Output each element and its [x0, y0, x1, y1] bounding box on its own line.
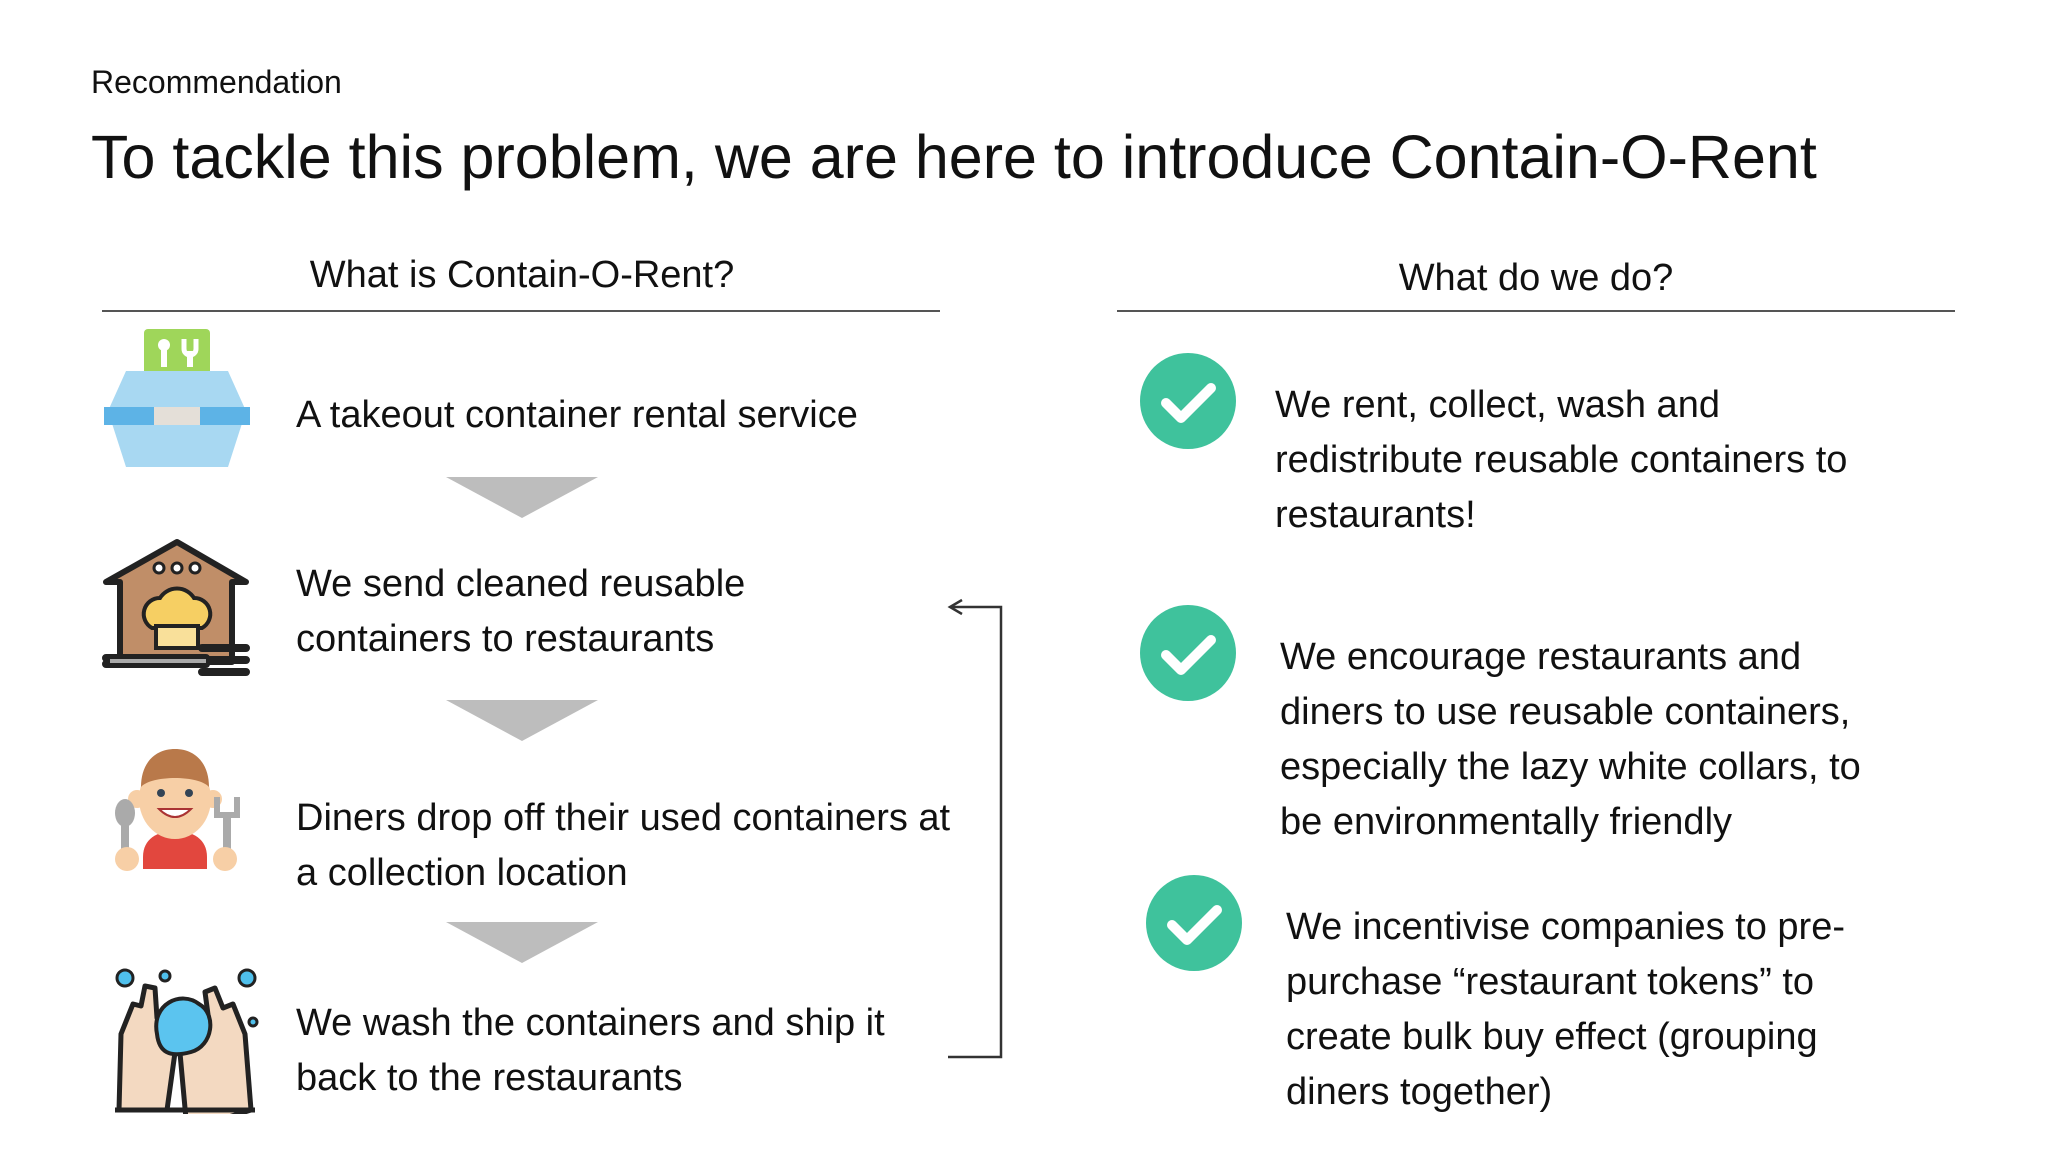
takeout-container-icon — [104, 329, 250, 467]
benefit-1-text: We rent, collect, wash and redistribute … — [1275, 378, 1847, 543]
right-heading: What do we do? — [1398, 257, 1674, 299]
diner-icon — [115, 749, 240, 871]
check-circle-icon — [1140, 353, 1236, 449]
step-line: containers to restaurants — [296, 618, 715, 660]
flow-arrow-down-icon — [446, 922, 598, 963]
benefit-line: purchase “restaurant tokens” to — [1286, 961, 1815, 1003]
benefit-line: We incentivise companies to pre- — [1286, 906, 1845, 948]
benefit-line: diners to use reusable containers, — [1280, 691, 1851, 733]
loop-back-arrow-icon — [947, 598, 1003, 1059]
step-line: We wash the containers and ship it — [296, 1002, 885, 1044]
step-2-text: We send cleaned reusable containers to r… — [296, 557, 745, 667]
step-4-text: We wash the containers and ship it back … — [296, 996, 885, 1106]
check-circle-icon — [1140, 605, 1236, 701]
benefit-2-text: We encourage restaurants and diners to u… — [1280, 630, 1861, 850]
section-label: Recommendation — [91, 64, 342, 100]
step-1-text: A takeout container rental service — [296, 388, 858, 443]
check-circle-icon — [1146, 875, 1242, 971]
benefit-line: We rent, collect, wash and — [1275, 384, 1720, 426]
step-line: back to the restaurants — [296, 1057, 683, 1099]
washing-hands-icon — [115, 968, 259, 1114]
benefit-line: diners together) — [1286, 1071, 1553, 1113]
step-line: We send cleaned reusable — [296, 563, 746, 605]
benefit-line: especially the lazy white collars, to — [1280, 746, 1861, 788]
step-line: A takeout container rental service — [296, 394, 858, 436]
benefit-line: redistribute reusable containers to — [1275, 439, 1848, 481]
step-3-text: Diners drop off their used containers at… — [296, 791, 950, 901]
flow-arrow-down-icon — [446, 700, 598, 741]
step-line: a collection location — [296, 852, 628, 894]
benefit-line: restaurants! — [1275, 494, 1476, 536]
benefit-line: be environmentally friendly — [1280, 801, 1733, 843]
benefit-3-text: We incentivise companies to pre- purchas… — [1286, 900, 1845, 1120]
benefit-line: create bulk buy effect (grouping — [1286, 1016, 1818, 1058]
right-divider — [1117, 310, 1955, 312]
step-line: Diners drop off their used containers at — [296, 797, 951, 839]
flow-arrow-down-icon — [446, 477, 598, 518]
benefit-line: We encourage restaurants and — [1280, 636, 1802, 678]
left-heading: What is Contain-O-Rent? — [309, 254, 735, 296]
restaurant-house-icon — [102, 539, 250, 676]
left-divider — [102, 310, 940, 312]
slide-title: To tackle this problem, we are here to i… — [91, 123, 1817, 191]
